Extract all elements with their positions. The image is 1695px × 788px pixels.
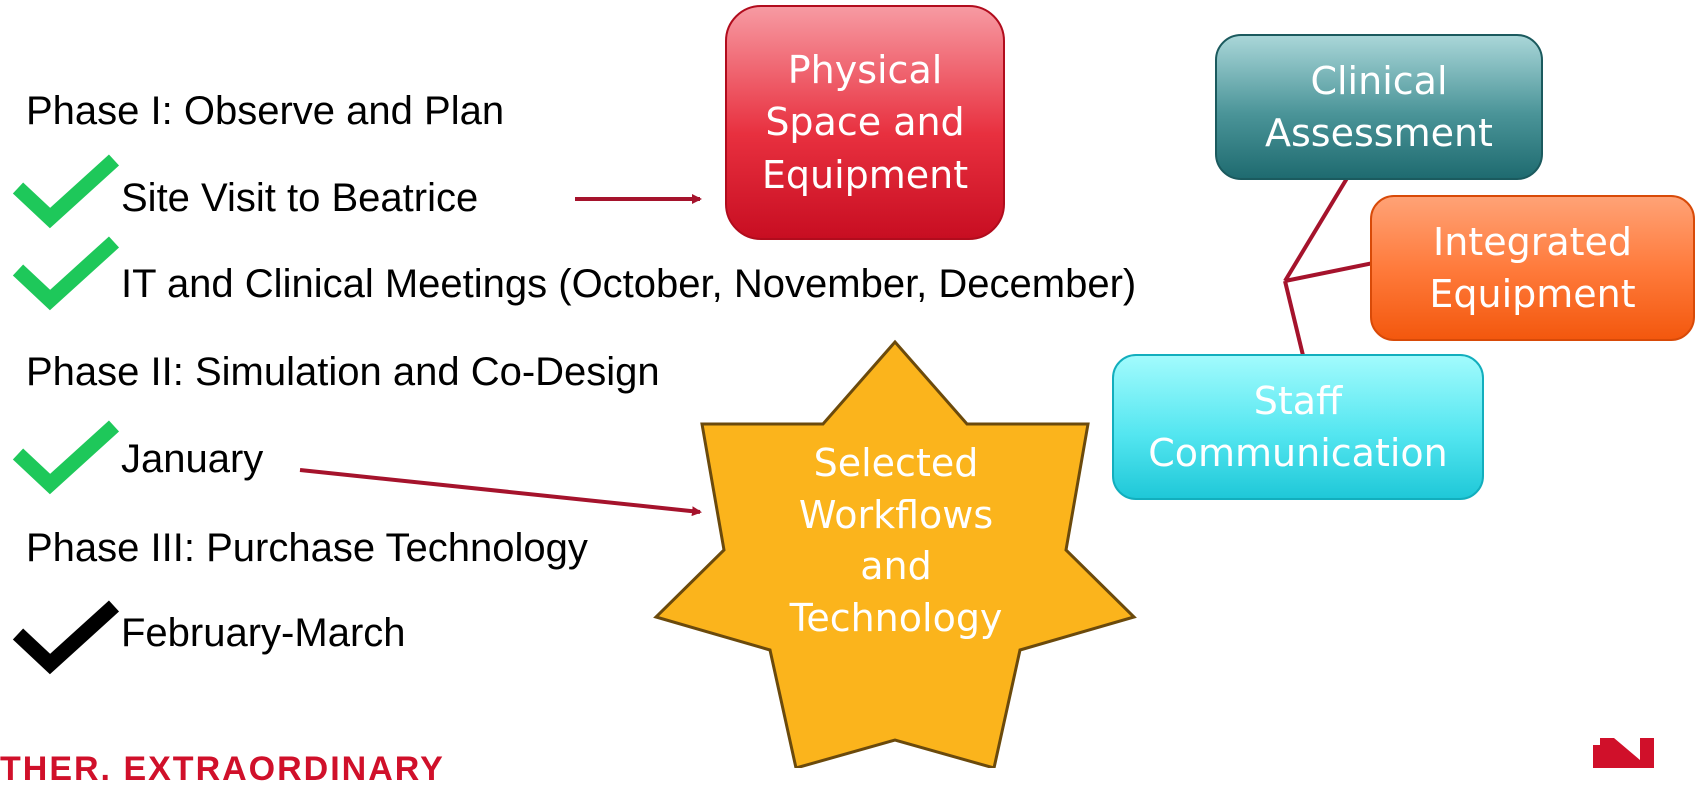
item-site-visit: Site Visit to Beatrice: [121, 176, 479, 220]
diagram-canvas: [299, 158, 1654, 768]
check-icon: [12, 600, 120, 675]
star-label-line: Technology: [789, 596, 1003, 641]
star-label-line: Workflows: [798, 492, 994, 537]
star-label-line: and: [860, 544, 932, 589]
footer-brand-text: THER. EXTRAORDINARY: [0, 750, 445, 788]
item-february-march: February-March: [121, 611, 406, 655]
item-it-clinical-meetings: IT and Clinical Meetings (October, Novem…: [121, 262, 1137, 306]
staff-communication-box: Staff Communication: [1112, 354, 1484, 500]
box-label-line: Space and: [765, 100, 965, 145]
check-icon: [12, 420, 120, 495]
arrow-january-to-star: [299, 468, 702, 517]
clinical-assessment-box: Clinical Assessment: [1215, 34, 1543, 180]
physical-space-equipment-box: Physical Space and Equipment: [725, 5, 1005, 240]
box-label-line: Clinical: [1310, 58, 1448, 103]
phase-1-heading: Phase I: Observe and Plan: [26, 89, 505, 133]
box-label-line: Communication: [1148, 431, 1448, 475]
item-january: January: [121, 437, 264, 481]
university-logo-icon: [1593, 738, 1654, 768]
check-icon: [12, 154, 120, 229]
integrated-equipment-box: Integrated Equipment: [1370, 195, 1695, 341]
check-icon: [12, 236, 120, 311]
phase-2-heading: Phase II: Simulation and Co-Design: [26, 350, 660, 394]
box-label-line: Staff: [1253, 378, 1343, 423]
arrow-meetings-to-clinical-assessment: [1283, 158, 1360, 283]
box-label-line: Physical: [787, 47, 943, 92]
phase-3-heading: Phase III: Purchase Technology: [26, 526, 588, 570]
box-label-line: Equipment: [761, 152, 969, 197]
box-label-line: Assessment: [1265, 111, 1493, 155]
star-label-line: Selected: [813, 441, 979, 485]
box-label-line: Integrated: [1433, 219, 1632, 264]
box-label-line: Equipment: [1429, 272, 1636, 316]
star-label: Selected Workflows and Technology: [760, 438, 1032, 645]
selected-workflows-star: [653, 339, 1137, 768]
